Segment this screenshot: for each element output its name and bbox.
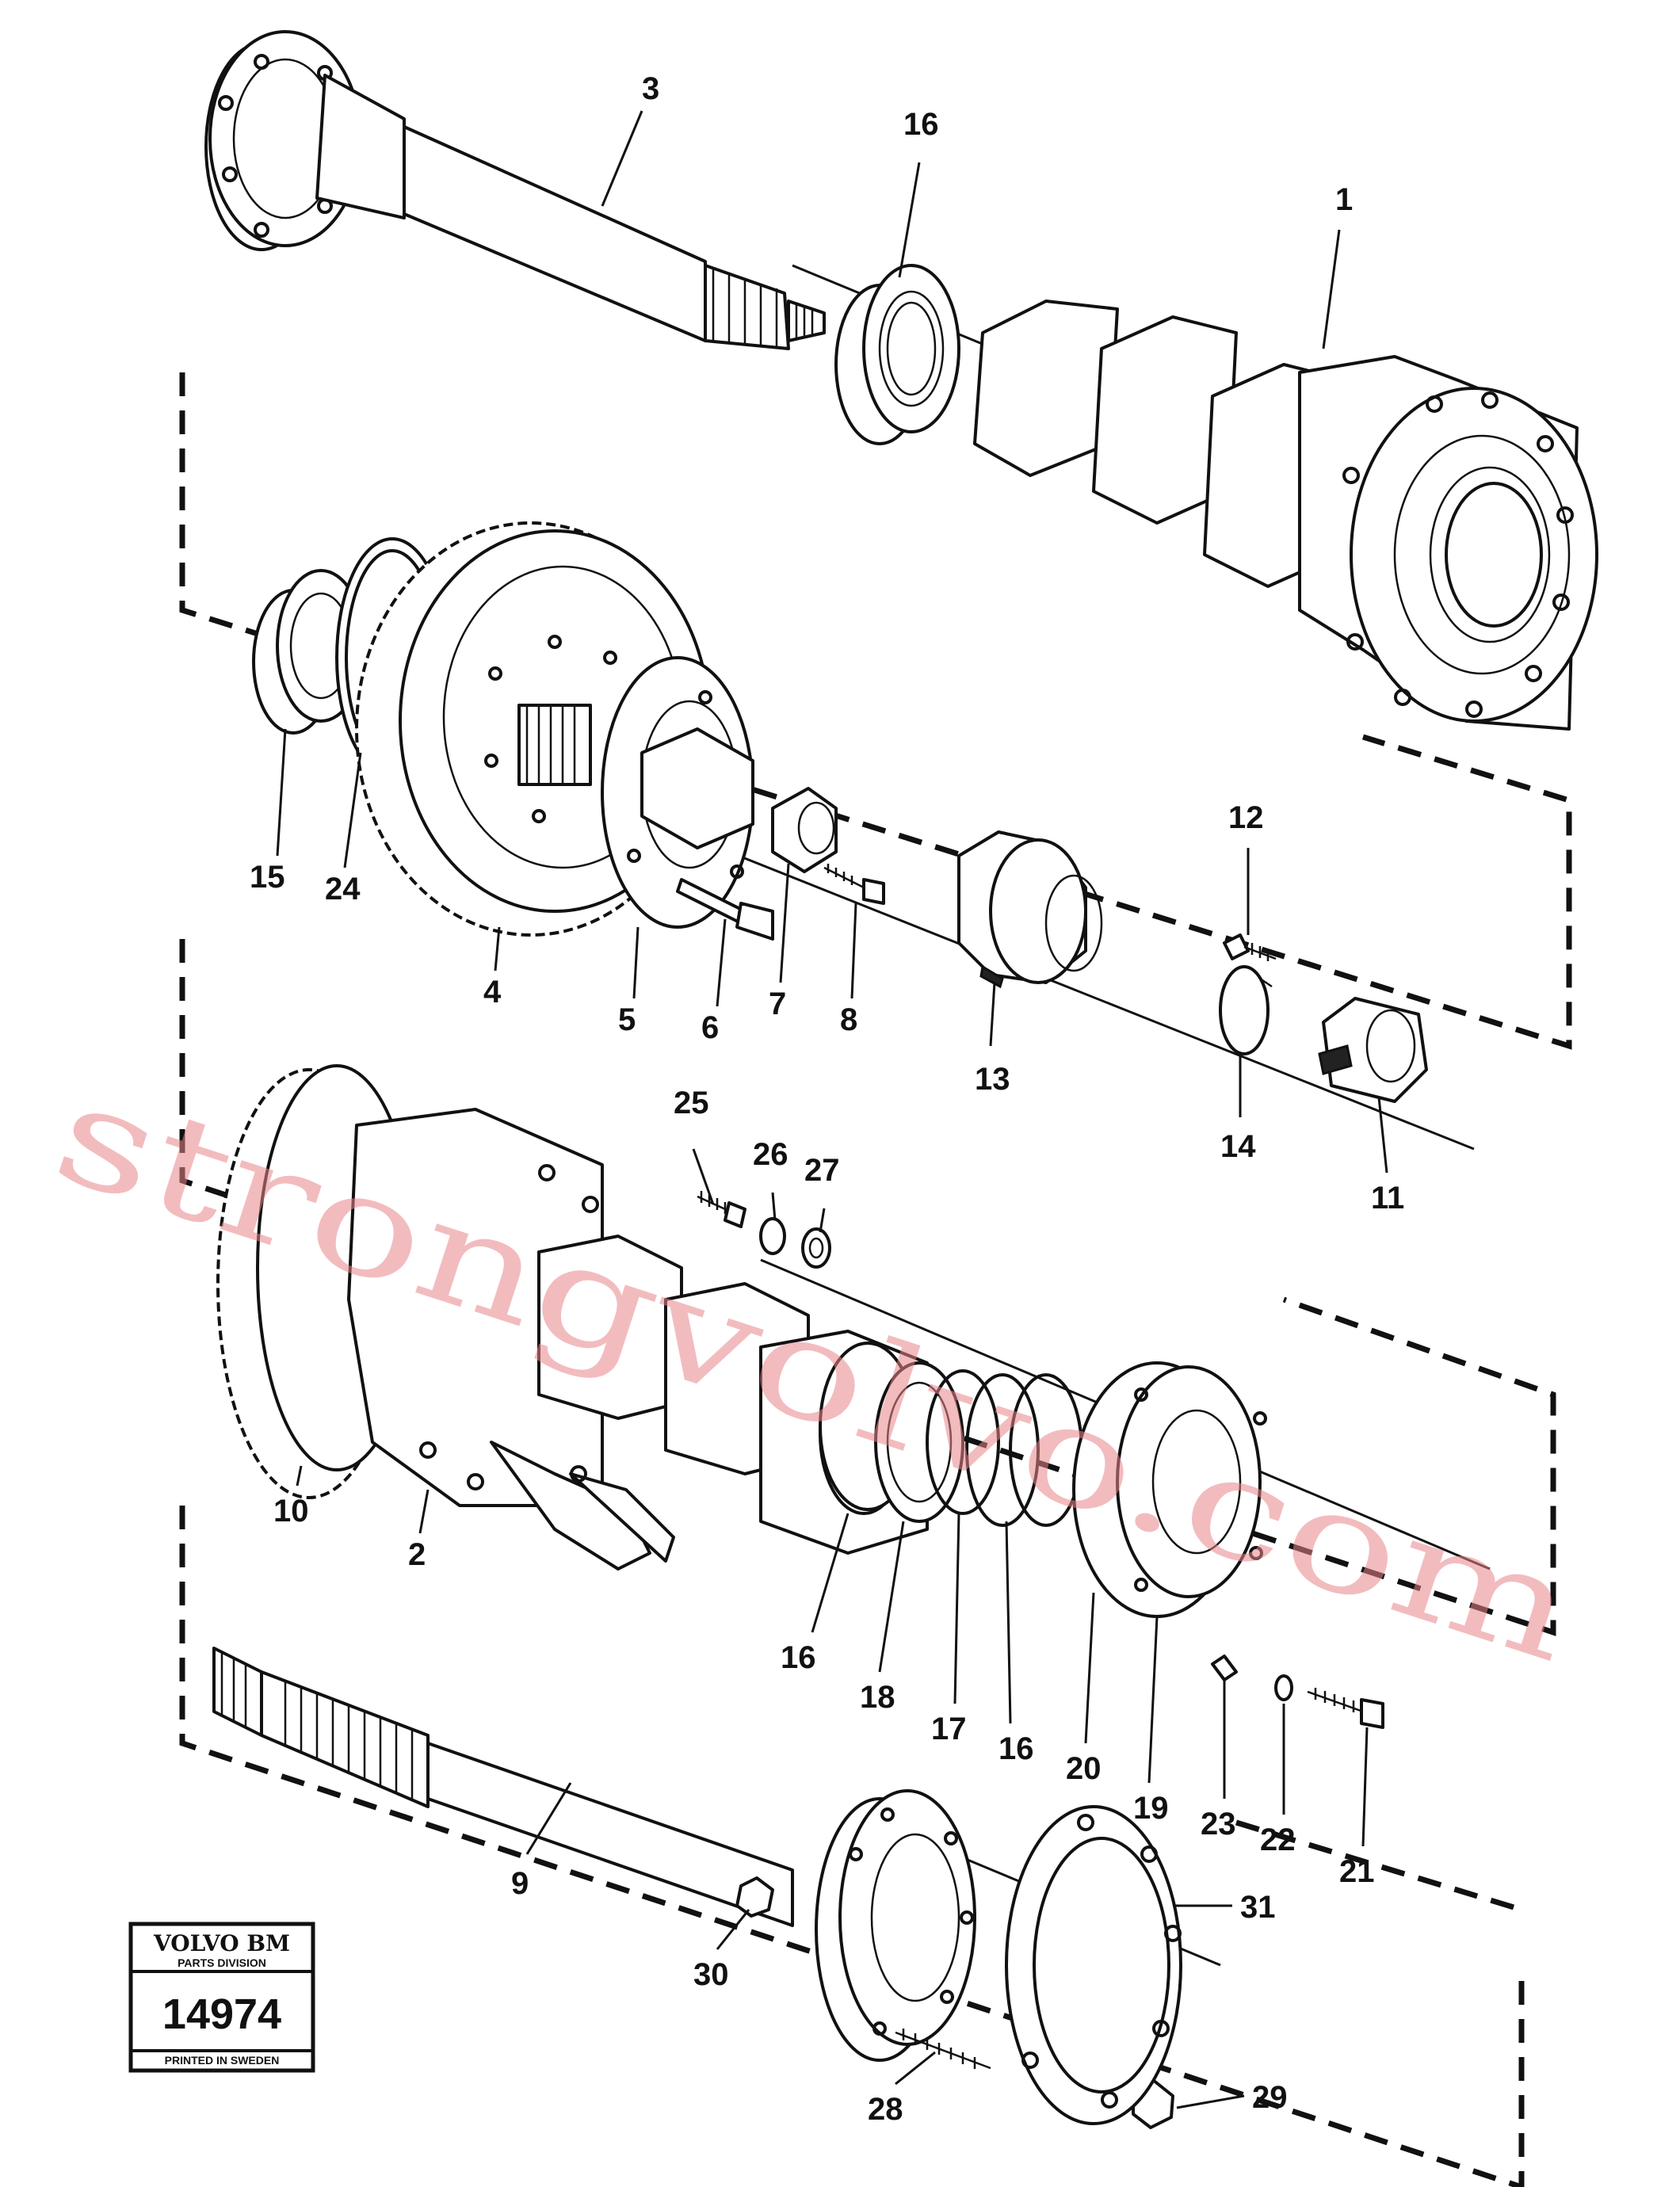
part-19-bearing-cone [874,1361,964,1523]
callout-4: 4 [483,975,502,1010]
part-20-bearing-cap [1072,1361,1267,1618]
callout-27: 26 [753,1137,788,1172]
callout-24: 23 [1201,1807,1236,1842]
part-1-housing [973,300,1598,731]
part-8-bolt [823,864,885,905]
part-14-circlip [1219,965,1273,1055]
callout-22: 21 [1339,1854,1375,1889]
callout-31: 30 [693,1957,729,1992]
callout-23: 22 [1260,1822,1296,1857]
part-11-nut [1318,997,1428,1103]
part-17-ring [965,1373,1040,1527]
part-26-stud [697,1191,746,1228]
part-7-nut [771,787,838,873]
part-29-stud [895,2029,991,2070]
part-32-gasket [1005,1805,1182,2125]
part-28-washer [801,1227,831,1269]
part-5-flange-plate [601,656,754,929]
callout-10: 10 [273,1494,309,1529]
callout-11: 11 [1371,1181,1404,1216]
callout-26: 25 [674,1086,709,1120]
part-12-screw [1223,933,1277,961]
badge-division: PARTS DIVISION [178,1956,266,1969]
part-31-nut [735,1876,774,1918]
part-13-clutch-hub [957,830,1103,989]
part-3-flanged-shaft [204,30,826,350]
callout-28: 27 [804,1153,840,1188]
group-frames [179,372,1572,2187]
callout-6: 6 [701,1010,719,1045]
callout-12: 12 [1228,800,1264,835]
callout-18: 17 [931,1712,967,1746]
callout-8: 8 [840,1002,857,1037]
callout-3: 3 [642,71,659,106]
callout-19: 18 [860,1680,895,1715]
callout-20: 19 [1133,1791,1169,1826]
badge-printed: PRINTED IN SWEDEN [165,2054,280,2067]
callout-9: 9 [511,1866,529,1901]
part-22-bolt [1307,1688,1384,1729]
callout-16-top: 16 [903,107,939,142]
badge-number: 14974 [162,1990,281,2038]
part-6-bolt [676,878,774,941]
volvo-bm-badge: VOLVO BM PARTS DIVISION 14974 PRINTED IN… [128,1922,315,2073]
callout-17: 16 [998,1731,1034,1766]
callout-16-lower: 16 [781,1640,816,1675]
callout-25: 24 [325,872,361,906]
part-23-washer [1274,1674,1293,1701]
part-18-ring [926,1369,1000,1515]
part-9-output-shaft [212,1647,976,2062]
callout-labels: 3 16 1 15 24 4 5 6 7 8 13 12 14 11 25 26… [250,71,1404,2127]
callout-32: 31 [1240,1890,1276,1925]
callout-7: 7 [769,987,786,1021]
callout-13: 13 [975,1062,1010,1097]
callout-5: 5 [618,1002,636,1037]
callout-15: 15 [250,860,285,895]
callout-30: 29 [1252,2080,1288,2115]
callout-29: 28 [868,2092,903,2127]
leader-lines [276,110,1388,2109]
callout-14: 14 [1220,1129,1256,1164]
callout-2: 2 [408,1537,426,1572]
part-27-washer [759,1217,786,1255]
callout-1: 1 [1335,182,1353,217]
part-16-bearing-top [834,264,960,445]
callout-21: 20 [1066,1751,1102,1786]
part-24-plug [1211,1655,1238,1681]
badge-brand: VOLVO BM [153,1930,290,1956]
